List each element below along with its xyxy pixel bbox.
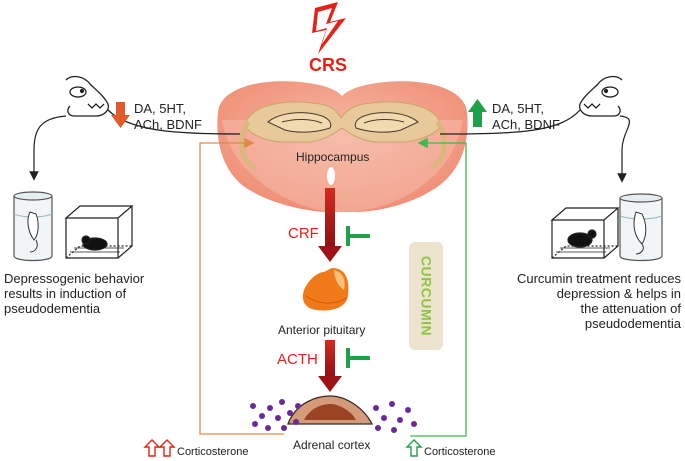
up-arrow-icon <box>468 99 487 127</box>
arrow-to-right-behavior <box>617 115 631 183</box>
curcumin-box <box>409 242 443 350</box>
curcumin-label: CURCUMIN <box>418 255 435 337</box>
up-hollow-arrow-icon <box>405 439 423 457</box>
inhibit-acth-icon <box>346 348 370 368</box>
cage-right-icon <box>550 207 620 259</box>
corticosterone-dots <box>250 399 417 433</box>
arrow-to-left-behavior <box>29 115 67 181</box>
left-caption-line: pseudodementia <box>4 301 101 316</box>
down-arrow-icon <box>111 102 130 128</box>
neuro-left-line2: ACh, BDNF <box>134 117 202 132</box>
adrenal-icon <box>287 395 374 425</box>
crf-label: CRF <box>288 225 319 242</box>
brain-section <box>217 81 468 212</box>
feedback-line-left <box>199 137 284 435</box>
cage-left-icon <box>64 205 134 259</box>
lightning-icon-inner <box>316 8 338 44</box>
pituitary-icon <box>302 268 349 311</box>
neuro-right-line2: ACh, BDNF <box>492 117 560 132</box>
forced-swim-beaker-right-icon <box>619 193 663 262</box>
corticosterone-right-label: Corticosterone <box>424 446 496 458</box>
right-caption: Curcumin treatment reduces depression & … <box>517 271 681 331</box>
brain-region-label: Hippocampus <box>296 150 370 164</box>
cascade-arrow-acth <box>318 340 342 392</box>
double-up-arrow-icon <box>143 439 176 457</box>
inhibit-crf-icon <box>346 226 370 246</box>
neuro-right-line1: DA, 5HT, <box>492 101 545 116</box>
forced-swim-beaker-left-icon <box>13 191 53 262</box>
right-caption-line: the attenuation of <box>580 301 681 316</box>
left-caption-line: Depressogenic behavior <box>4 271 145 286</box>
left-caption: Depressogenic behavior results in induct… <box>4 271 144 316</box>
rat-head-right-icon <box>439 75 623 135</box>
right-caption-line: pseudodementia <box>584 316 681 331</box>
adrenal-label: Adrenal cortex <box>293 438 371 452</box>
cascade-arrow-crf <box>318 188 342 262</box>
stress-label: CRS <box>309 55 348 75</box>
right-caption-line: Curcumin treatment reduces <box>516 271 681 286</box>
right-caption-line: depression & helps in <box>556 286 681 301</box>
corticosterone-left-label: Corticosterone <box>177 446 249 458</box>
acth-label: ACTH <box>277 351 318 368</box>
left-caption-line: results in induction of <box>4 286 127 301</box>
pituitary-label: Anterior pituitary <box>278 323 366 337</box>
feedback-line-right <box>410 137 467 437</box>
neuro-left-line1: DA, 5HT, <box>134 101 187 116</box>
